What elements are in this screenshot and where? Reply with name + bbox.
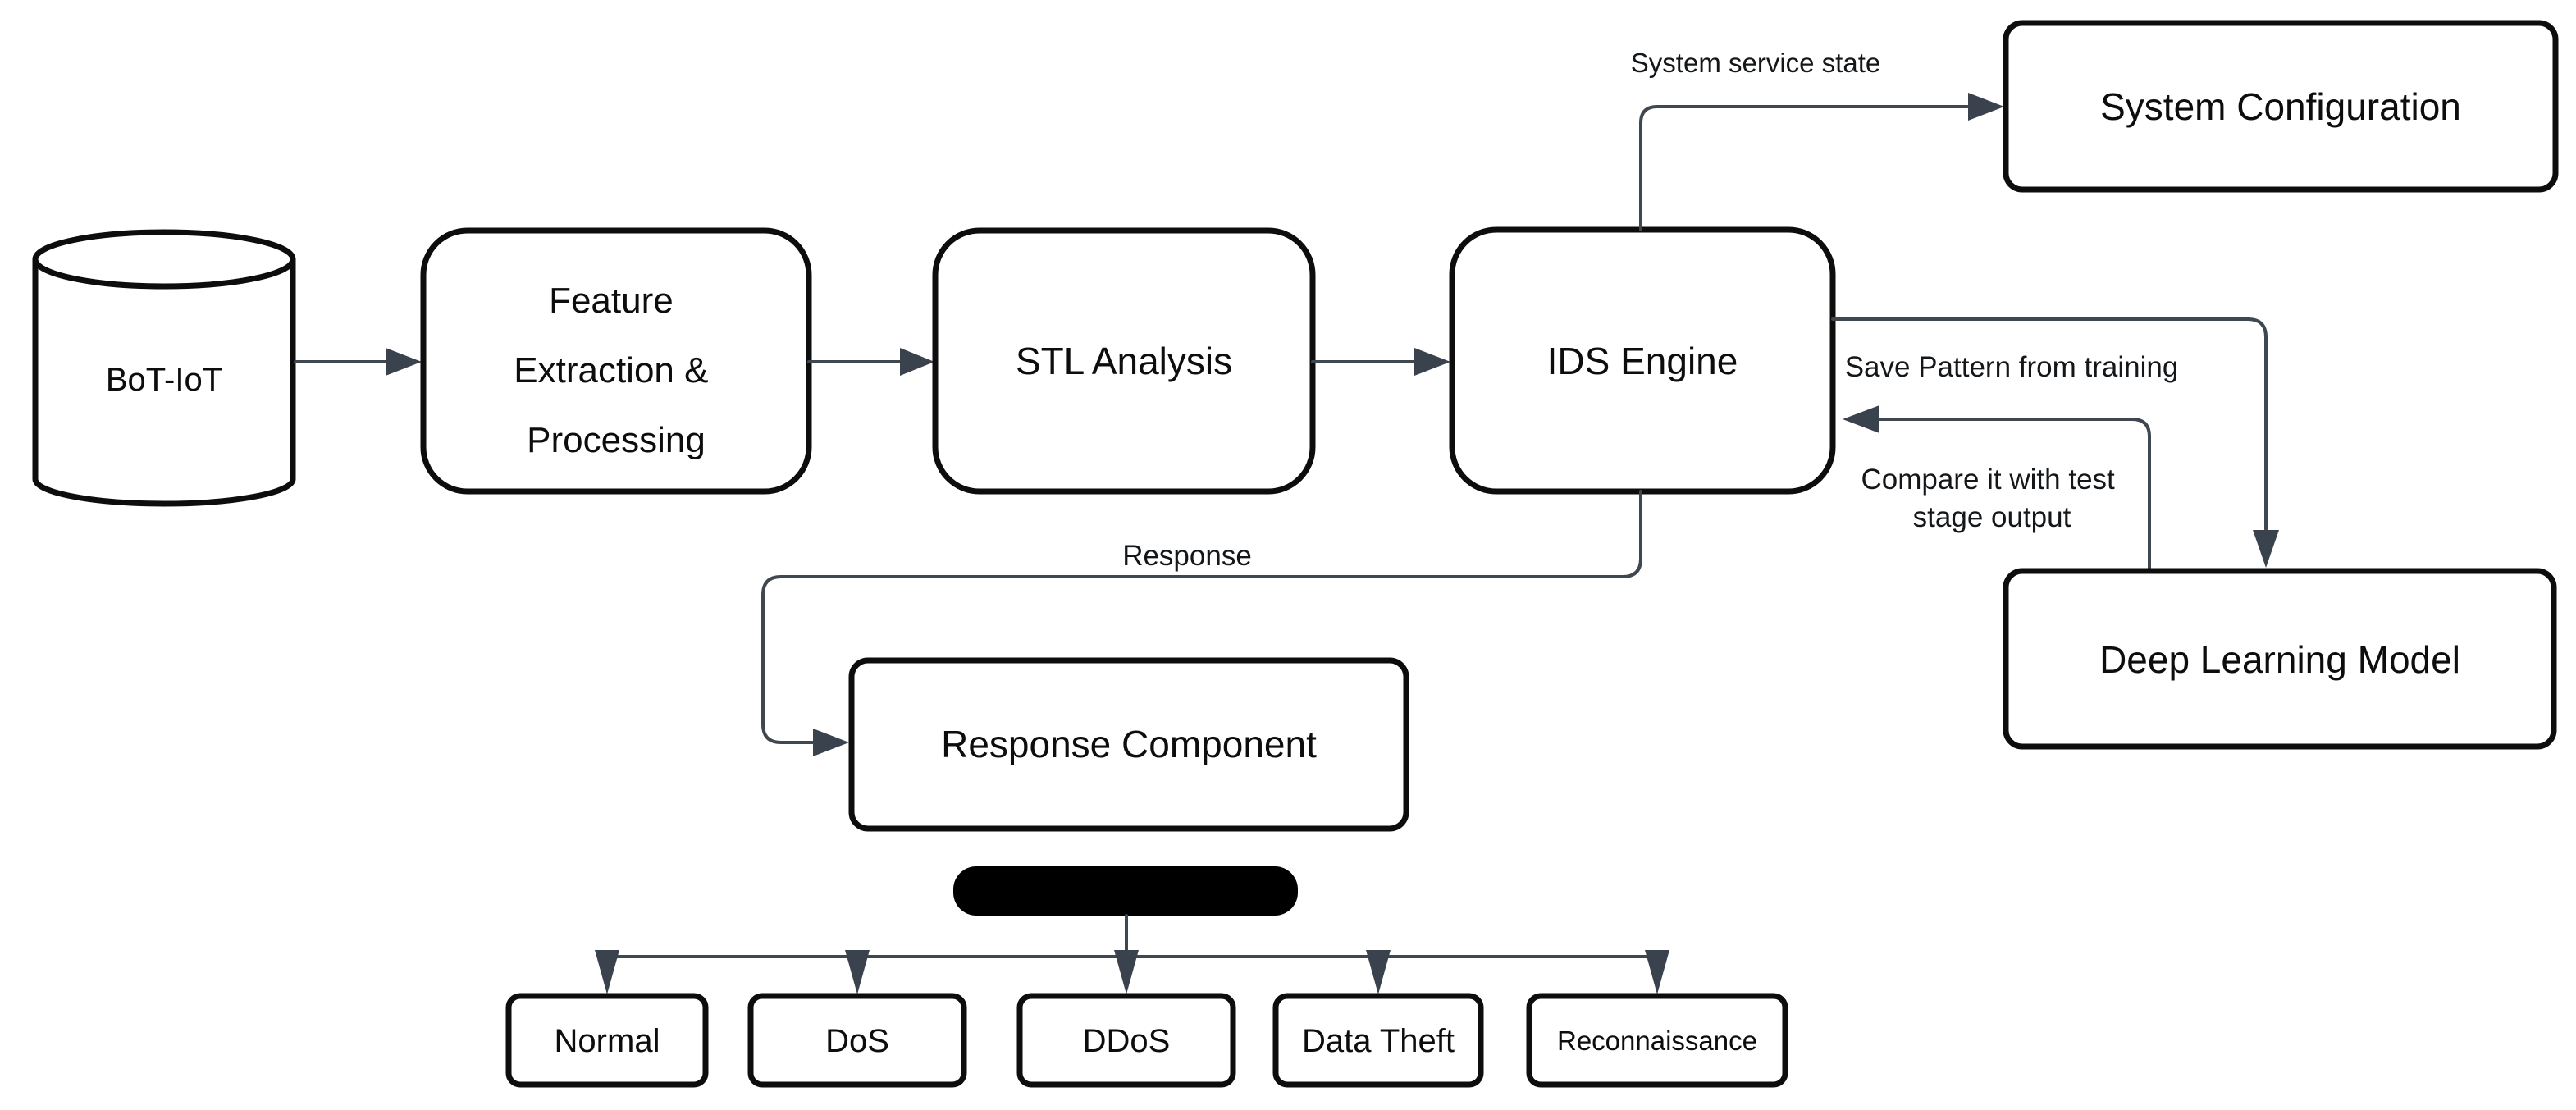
cylinder-body <box>32 259 296 507</box>
data-theft-label: Data Theft <box>1302 1023 1455 1059</box>
reconnaissance-label: Reconnaissance <box>1557 1025 1757 1056</box>
compare-label-line1: Compare it with test <box>1861 464 2115 496</box>
response-component-label: Response Component <box>941 723 1317 765</box>
node-deep-learning-model: Deep Learning Model <box>2003 568 2557 750</box>
node-class-ddos: DDoS <box>1016 993 1236 1088</box>
bot-iot-label: BoT-IoT <box>106 362 222 398</box>
node-system-configuration: System Configuration <box>2003 20 2559 193</box>
response-component-box <box>848 657 1409 832</box>
right-arrowhead-icon <box>386 348 422 376</box>
node-class-dos: DoS <box>747 993 967 1088</box>
edge-ids-to-response-component: Response <box>761 490 1642 756</box>
right-arrowhead-icon <box>1414 348 1450 376</box>
node-class-data-theft: Data Theft <box>1272 993 1484 1088</box>
node-feature-extraction: Feature Extraction & Processing <box>420 227 812 495</box>
edge-feature-to-stl <box>807 348 934 376</box>
deep-learning-model-box <box>2003 568 2557 750</box>
down-arrowhead-icon <box>1366 950 1391 994</box>
feature-label-line3: Processing <box>527 420 706 460</box>
system-configuration-box <box>2003 20 2559 193</box>
right-arrowhead-icon <box>1968 93 2004 121</box>
node-class-normal: Normal <box>505 993 709 1088</box>
ddos-label: DDoS <box>1083 1023 1171 1059</box>
compare-label-line2: stage output <box>1913 501 2071 533</box>
edge-dlm-to-ids-compare: Compare it with test stage output <box>1843 405 2151 573</box>
normal-label: Normal <box>555 1023 660 1059</box>
compare-label: Compare it with test stage output <box>1861 464 2122 533</box>
system-configuration-label: System Configuration <box>2100 85 2461 128</box>
connector-line <box>1831 317 2268 531</box>
node-class-reconnaissance: Reconnaissance <box>1526 993 1788 1088</box>
edge-ids-to-dlm-save-pattern: Save Pattern from training <box>1831 317 2279 568</box>
right-arrowhead-icon <box>813 729 849 756</box>
node-stl-analysis: STL Analysis <box>932 227 1316 495</box>
down-arrowhead-icon <box>845 950 870 994</box>
feature-label-line1: Feature <box>549 281 674 321</box>
down-arrowhead-icon <box>1645 950 1669 994</box>
ids-label: IDS Engine <box>1547 340 1738 382</box>
normal-box <box>505 993 709 1088</box>
save-pattern-label: Save Pattern from training <box>1845 351 2179 383</box>
ddos-box <box>1016 993 1236 1088</box>
edge-stl-to-ids <box>1311 348 1450 376</box>
classifier-bar <box>953 866 1298 916</box>
connector-line <box>761 490 1642 744</box>
connector-line <box>1639 105 1969 231</box>
dos-label: DoS <box>825 1023 889 1059</box>
node-response-component: Response Component <box>848 657 1409 832</box>
reconnaissance-box <box>1526 993 1788 1088</box>
down-arrowhead-icon <box>2253 530 2279 568</box>
connector-line <box>1879 418 2151 573</box>
right-arrowhead-icon <box>900 348 934 376</box>
deep-learning-model-label: Deep Learning Model <box>2099 638 2460 681</box>
stl-label: STL Analysis <box>1016 340 1232 382</box>
node-ids-engine: IDS Engine <box>1449 226 1836 495</box>
down-arrowhead-icon <box>595 950 619 994</box>
response-label: Response <box>1122 540 1252 572</box>
edge-ids-to-system-configuration: System service state <box>1631 48 2004 231</box>
dos-box <box>747 993 967 1088</box>
down-arrowhead-icon <box>1114 950 1139 994</box>
feature-label-line2: Extraction & <box>514 350 708 391</box>
cylinder-top <box>32 229 296 290</box>
edge-dataset-to-feature <box>294 348 422 376</box>
left-arrowhead-icon <box>1843 405 1879 433</box>
edge-bar-to-classes <box>595 914 1669 994</box>
system-service-state-label: System service state <box>1631 48 1880 78</box>
feature-label: Feature Extraction & Processing <box>514 281 718 460</box>
data-theft-box <box>1272 993 1484 1088</box>
node-bot-iot-dataset: BoT-IoT <box>32 229 296 507</box>
